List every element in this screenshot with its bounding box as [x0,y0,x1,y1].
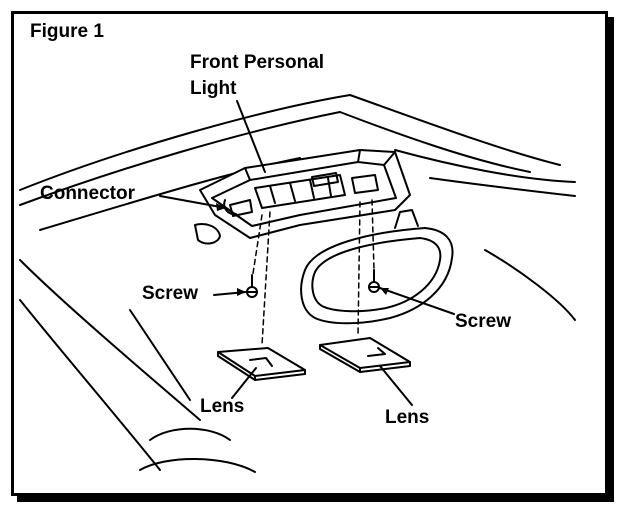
front-personal-light-label-line1: Front Personal [190,52,325,73]
lens-right-label: Lens [385,407,430,428]
figure-frame [11,11,608,496]
screw-right-icon [368,269,380,293]
lens-left-label: Lens [200,396,245,417]
lens-left-icon [217,347,306,381]
leader-arrowheads [216,203,389,296]
figure-title: Figure 1 [30,21,104,42]
screw-right-label: Screw [455,311,511,332]
personal-light-housing [199,149,411,239]
front-personal-light-label-line2: Light [190,78,237,99]
connector-label: Connector [40,183,135,204]
screw-left-label: Screw [142,283,198,304]
roof-headliner [19,94,576,473]
guide-lines [251,199,375,346]
front-personal-light-label: Front Personal Light [190,50,324,102]
lens-right-icon [319,337,411,373]
leader-lines [159,100,455,406]
